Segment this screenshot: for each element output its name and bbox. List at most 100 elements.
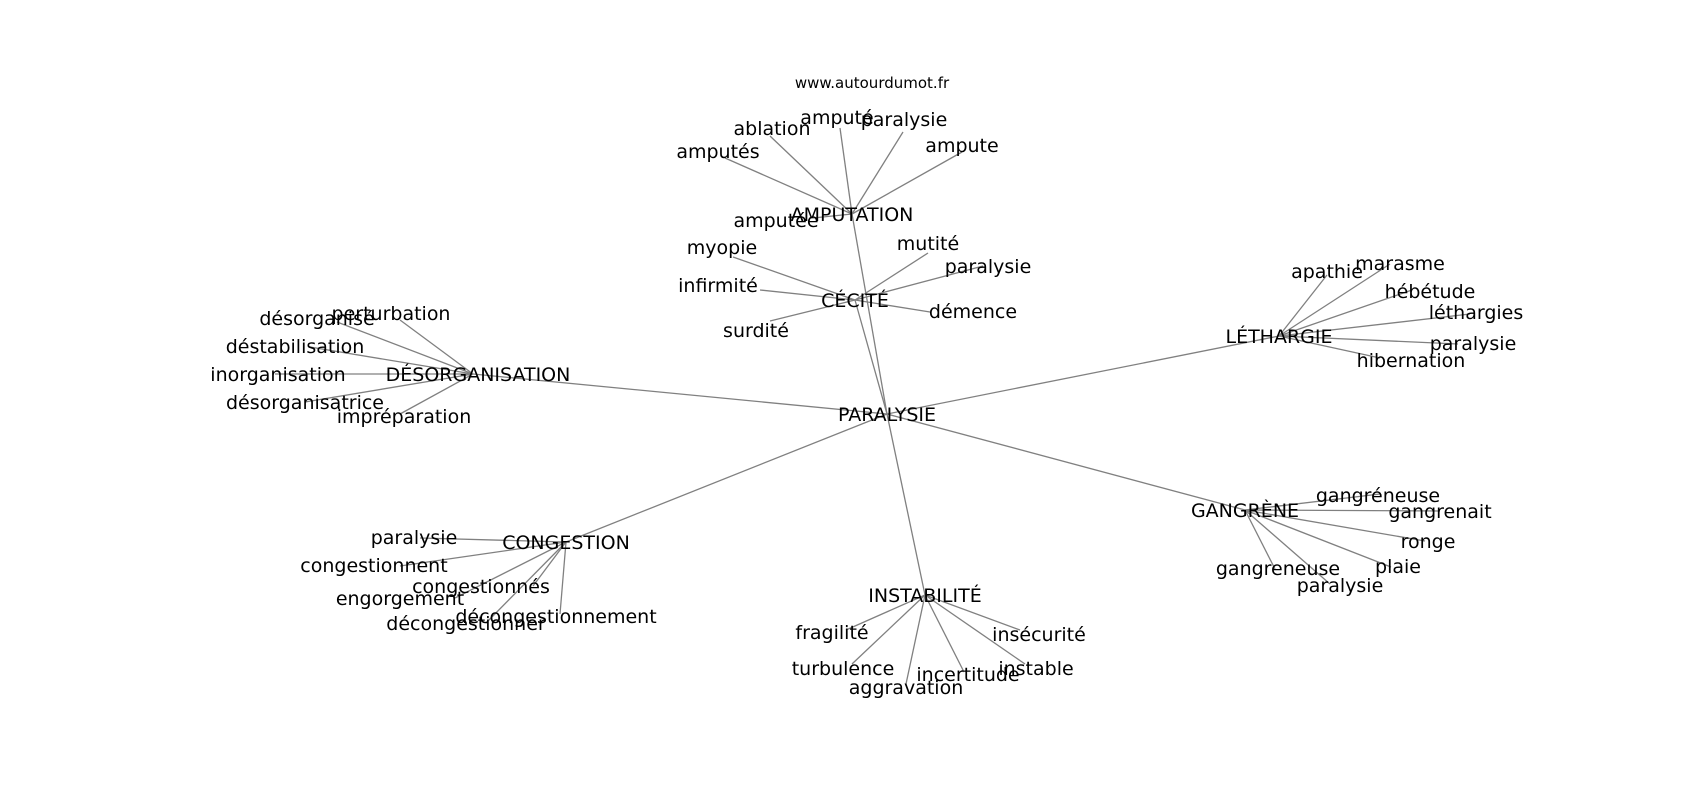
hub-lethargie[interactable]: LÉTHARGIE [1225,325,1332,348]
edge-lethargie-2 [1278,289,1413,337]
graph-labels: AMPUTATIONamputésablationamputéparalysie… [210,107,1523,699]
word-congestion-3[interactable]: engorgement [336,588,464,610]
word-cecite-1[interactable]: mutité [897,233,959,255]
edge-gangrene-3 [1244,509,1392,568]
word-congestion-5[interactable]: décongestionnement [455,606,656,628]
edge-center-instabilite [886,413,926,596]
edge-instabilite-2 [851,594,926,665]
hub-instabilite[interactable]: INSTABILITÉ [868,584,981,607]
edge-lethargie-1 [1278,263,1391,337]
word-instabilite-2[interactable]: turbulence [792,658,895,680]
hub-gangrene[interactable]: GANGRÈNE [1191,499,1299,522]
word-lethargie-4[interactable]: paralysie [1430,333,1517,355]
word-gangrene-3[interactable]: plaie [1375,556,1421,578]
edge-lethargie-0 [1278,274,1328,337]
edge-cecite-2 [854,265,984,301]
edge-cecite-5 [769,299,856,322]
word-cecite-4[interactable]: démence [929,301,1017,323]
edge-lethargie-4 [1278,335,1459,345]
edge-instabilite-0 [845,594,926,631]
edge-gangrene-5 [1244,509,1331,585]
word-instabilite-5[interactable]: aggravation [849,677,964,699]
word-gangrene-5[interactable]: paralysie [1297,575,1384,597]
edge-center-congestion [565,413,888,543]
word-congestion-2[interactable]: congestionnés [412,576,550,598]
edge-center-lethargie [886,335,1280,415]
edge-center-amputation [851,213,888,415]
word-cecite-2[interactable]: paralysie [945,256,1032,278]
word-instabilite-0[interactable]: fragilité [795,622,868,644]
word-desorganisation-0[interactable]: désorganisé [259,308,374,330]
word-lethargie-2[interactable]: hébétude [1385,281,1476,303]
word-desorganisation-1[interactable]: perturbation [332,303,451,325]
hub-amputation[interactable]: AMPUTATION [791,204,914,226]
word-cecite-0[interactable]: myopie [687,237,757,259]
word-amputation-2[interactable]: amputé [800,107,873,129]
graph-edges [275,127,1471,685]
word-congestion-4[interactable]: décongestionner [386,613,546,635]
edge-instabilite-3 [924,594,965,673]
word-instabilite-4[interactable]: instable [998,658,1073,680]
word-instabilite-3[interactable]: incertitude [916,664,1019,686]
edge-lethargie-3 [1278,313,1471,337]
edge-desorganisation-0 [336,321,474,375]
edge-center-desorganisation [472,373,888,415]
edge-gangrene-0 [1244,493,1381,511]
word-lethargie-1[interactable]: marasme [1355,253,1445,275]
word-amputation-5[interactable]: amputée [733,210,818,232]
word-amputation-0[interactable]: amputés [676,141,759,163]
edge-amputation-3 [851,131,904,215]
hub-congestion[interactable]: CONGESTION [502,532,630,554]
hub-desorganisation[interactable]: DÉSORGANISATION [386,363,571,386]
word-congestion-1[interactable]: congestionnent [300,555,447,577]
edge-desorganisation-2 [309,346,474,375]
word-amputation-1[interactable]: ablation [733,118,810,140]
edge-gangrene-2 [1244,509,1426,542]
edge-cecite-0 [732,256,856,301]
edge-congestion-3 [454,541,567,599]
word-cecite-5[interactable]: surdité [723,320,789,342]
edge-desorganisation-5 [399,373,474,415]
edge-gangrene-1 [1244,509,1441,512]
word-lethargie-5[interactable]: hibernation [1357,350,1466,372]
edge-instabilite-5 [905,594,926,685]
edge-desorganisation-1 [399,319,474,375]
word-lethargie-0[interactable]: apathie [1291,261,1363,283]
word-gangrene-2[interactable]: ronge [1401,531,1456,553]
edge-cecite-3 [759,289,856,301]
edge-gangrene-4 [1244,509,1276,570]
hub-cecite[interactable]: CÉCITÉ [821,289,889,312]
center-node[interactable]: PARALYSIE [838,404,936,426]
edge-center-cecite [854,299,888,415]
edge-congestion-0 [419,537,567,543]
word-desorganisation-2[interactable]: déstabilisation [226,336,365,358]
edge-congestion-4 [485,541,567,624]
site-watermark[interactable]: www.autourdumot.fr [795,74,950,92]
edge-amputation-2 [839,127,853,215]
word-amputation-3[interactable]: paralysie [861,109,948,131]
word-cecite-3[interactable]: infirmité [678,275,758,297]
edge-desorganisation-4 [304,373,474,403]
edge-center-gangrene [886,413,1246,511]
word-gangrene-1[interactable]: gangrenait [1388,501,1491,523]
word-gangrene-4[interactable]: gangreneuse [1216,558,1340,580]
word-lethargie-3[interactable]: léthargies [1429,302,1524,324]
edge-congestion-5 [559,541,567,615]
word-desorganisation-4[interactable]: désorganisatrice [226,392,384,414]
edge-congestion-2 [532,541,567,587]
edge-cecite-1 [854,252,929,301]
word-congestion-0[interactable]: paralysie [371,527,458,549]
word-gangrene-0[interactable]: gangréneuse [1316,485,1440,507]
edge-amputation-5 [812,213,853,219]
word-desorganisation-5[interactable]: impréparation [337,406,471,428]
edge-cecite-4 [854,299,931,313]
edge-congestion-1 [399,541,567,567]
edge-instabilite-4 [924,594,1026,665]
word-amputation-4[interactable]: ampute [925,135,998,157]
word-desorganisation-3[interactable]: inorganisation [210,364,345,386]
edge-lethargie-5 [1278,335,1381,359]
edge-instabilite-1 [924,594,1021,631]
edge-amputation-4 [851,151,963,215]
word-instabilite-1[interactable]: insécurité [992,624,1086,646]
